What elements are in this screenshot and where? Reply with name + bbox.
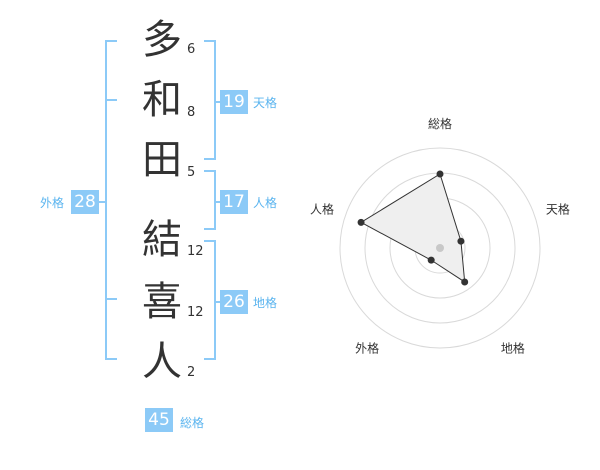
radar-axis-label-1: 総格 (428, 116, 452, 131)
jinkaku-connector (216, 201, 222, 203)
stroke-count-2: 8 (187, 105, 196, 120)
radar-points (357, 170, 469, 286)
name-char-3: 田 (142, 137, 182, 183)
radar-point-1 (436, 170, 444, 178)
gaikaku-bracket-vertical (105, 40, 107, 360)
jinkaku-bracket-top (204, 170, 216, 172)
radar-point-5 (357, 218, 365, 226)
name-char-5: 喜 (142, 279, 182, 325)
chikaku-bracket-bottom (204, 358, 216, 360)
radar-polygon (360, 173, 466, 283)
tenkaku-value: 19 (220, 90, 248, 114)
chikaku-bracket-top (204, 240, 216, 242)
radar-point-3 (461, 278, 469, 286)
stroke-count-3: 5 (187, 165, 196, 180)
stroke-count-6: 2 (187, 365, 196, 380)
stroke-count-1: 6 (187, 42, 196, 57)
gaikaku-bracket-top (105, 40, 117, 42)
tenkaku-bracket-top (204, 40, 216, 42)
chikaku-value: 26 (220, 290, 248, 314)
stroke-count-4: 12 (187, 244, 204, 259)
stroke-count-5: 12 (187, 305, 204, 320)
jinkaku-bracket-bottom (204, 228, 216, 230)
radar-point-4 (427, 256, 435, 264)
gaikaku-label: 外格 (40, 196, 65, 210)
jinkaku-value: 17 (220, 190, 248, 214)
radar-axis-label-2: 天格 (546, 202, 570, 217)
chikaku-bracket-vertical (214, 240, 216, 360)
radar-ring-4 (339, 147, 541, 349)
radar-axis-label-5: 人格 (310, 202, 334, 217)
gaikaku-value: 28 (71, 190, 99, 214)
name-char-2: 和 (142, 77, 182, 123)
soukaku-value: 45 (145, 408, 173, 432)
tenkaku-bracket-vertical (214, 40, 216, 160)
chikaku-label: 地格 (253, 296, 278, 310)
radar-axis-label-4: 外格 (355, 340, 379, 355)
radar-point-2 (457, 237, 465, 245)
gaikaku-bracket-tick-2 (105, 298, 117, 300)
radar-center-dot (436, 244, 444, 252)
name-char-6: 人 (142, 339, 182, 385)
gaikaku-connector (99, 201, 105, 203)
soukaku-label: 総格 (180, 416, 205, 430)
gaikaku-bracket-tick-1 (105, 99, 117, 101)
jinkaku-bracket-vertical (214, 170, 216, 230)
gaikaku-bracket-bottom (105, 358, 117, 360)
tenkaku-label: 天格 (253, 96, 278, 110)
name-char-1: 多 (142, 17, 182, 63)
name-char-4: 結 (142, 217, 182, 263)
jinkaku-label: 人格 (253, 196, 278, 210)
chikaku-connector (216, 301, 222, 303)
tenkaku-bracket-bottom (204, 158, 216, 160)
tenkaku-connector (216, 101, 222, 103)
radar-axis-label-3: 地格 (501, 340, 525, 355)
